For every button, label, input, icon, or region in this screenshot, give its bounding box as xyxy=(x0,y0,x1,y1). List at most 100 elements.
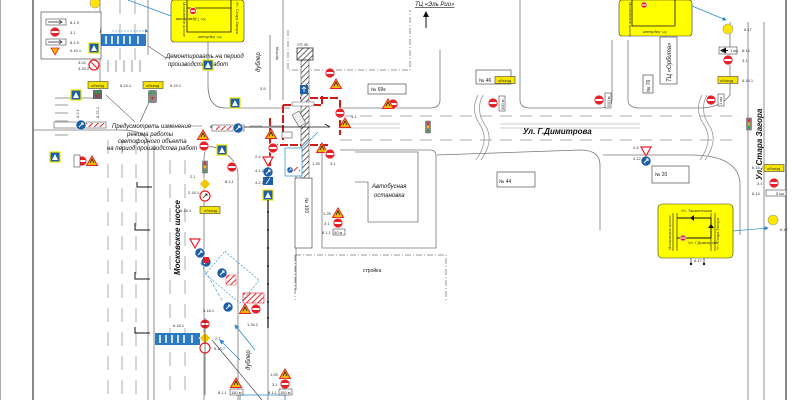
svg-text:№ 100: № 100 xyxy=(303,198,309,213)
svg-text:Московское шоссе: Московское шоссе xyxy=(667,215,672,250)
pedestrian-crossing-top xyxy=(101,29,149,46)
svg-text:8.14: 8.14 xyxy=(742,48,751,53)
svg-text:4.12: 4.12 xyxy=(633,156,642,161)
sign-group-moskovskoe-lower: 2.1 2.18.1 объезд 6.18.1 1.34.2 3.18.1 2… xyxy=(173,160,265,400)
svg-text:ТЦ «Орбита»: ТЦ «Орбита» xyxy=(667,42,673,82)
building-100: № 100 xyxy=(294,177,313,249)
pit-box xyxy=(296,47,314,61)
svg-text:1 км: 1 км xyxy=(718,97,723,105)
stroyka-label: стройка xyxy=(363,267,381,274)
svg-text:4.1.2: 4.1.2 xyxy=(255,168,265,173)
sign-group-center-south: 3.1 1.25 2.4 4.1.2 4.2.1 xyxy=(255,128,336,328)
svg-text:3.1: 3.1 xyxy=(324,221,330,226)
svg-text:1 км: 1 км xyxy=(730,48,738,53)
sign-group-moskovskoe-mid: 4.2.1 8.22.1 8.1.1 xyxy=(49,106,245,184)
svg-text:150 м: 150 м xyxy=(231,390,242,395)
sign-group-moskovskoe-top: 3.24 3.33.2 объезд 5.19.1 объезд 5.19.1 xyxy=(70,42,241,109)
svg-text:Ул. Карбыше: Ул. Карбыше xyxy=(197,35,222,40)
svg-text:Ул. Карбыше: Ул. Карбыше xyxy=(642,30,667,35)
svg-text:на период производства работ: на период производства работ xyxy=(107,146,197,152)
road-edges xyxy=(33,0,765,400)
svg-text:Ул. Г.Димитрова: Ул. Г.Димитрова xyxy=(175,17,206,22)
svg-text:6.18.1: 6.18.1 xyxy=(752,165,764,170)
traffic-flow-arrows xyxy=(199,261,286,400)
info-board-top-right: Ул. Карбыше Московское шоссе xyxy=(618,0,727,37)
svg-text:Ул. Стара Загора: Ул. Стара Загора xyxy=(715,217,720,250)
svg-text:Предусмотреть изменения: Предусмотреть изменения xyxy=(112,124,192,130)
svg-text:№ 76: № 76 xyxy=(646,79,652,92)
svg-text:5.19.1: 5.19.1 xyxy=(70,48,82,53)
svg-text:светофорного объекта: светофорного объекта xyxy=(118,139,187,145)
svg-text:300 м: 300 м xyxy=(500,99,505,110)
svg-text:150 м: 150 м xyxy=(280,390,291,395)
note-relocate-crossing: Демонтировать на период производства раб… xyxy=(147,45,244,68)
svg-text:8.1.9: 8.1.9 xyxy=(70,20,80,25)
street-dubler-top: дублер xyxy=(256,52,262,72)
svg-text:8.14: 8.14 xyxy=(752,191,761,196)
svg-text:3.1: 3.1 xyxy=(330,161,336,166)
street-proezd: проезд xyxy=(274,47,279,60)
svg-text:1.25: 1.25 xyxy=(270,372,279,377)
svg-text:8.1.1: 8.1.1 xyxy=(268,390,278,395)
bus-stop-label-1: Автобусная xyxy=(371,184,407,190)
svg-text:Ул. Стара Загора: Ул. Стара Загора xyxy=(235,2,240,35)
street-dubler-bottom: дублер xyxy=(246,350,252,370)
svg-text:Демонтировать на период: Демонтировать на период xyxy=(165,54,244,60)
svg-text:3.1: 3.1 xyxy=(742,58,748,63)
street-moskovskoe: Московское шоссе xyxy=(173,199,182,275)
sign-6-17-marker xyxy=(89,0,101,9)
info-board-bottom: Ул. Ташкентская Ул. Г.Димитрова Московск… xyxy=(657,203,769,266)
svg-text:объезд: объезд xyxy=(720,78,734,83)
svg-text:объезд: объезд xyxy=(146,83,160,88)
svg-text:Ул. Г.Димитрова: Ул. Г.Димитрова xyxy=(688,240,719,245)
sign-6-17-marker xyxy=(767,214,779,226)
detour-info-box xyxy=(284,131,319,177)
pedestrian-crossing-bottom xyxy=(155,333,200,345)
traffic-light xyxy=(425,120,431,134)
svg-text:5.19.1: 5.19.1 xyxy=(120,83,132,88)
svg-text:режима работы: режима работы xyxy=(126,132,174,138)
sign-6-17-marker xyxy=(722,23,734,35)
building-44: № 44 xyxy=(496,171,536,188)
svg-text:6.17: 6.17 xyxy=(694,258,703,263)
svg-text:3.1: 3.1 xyxy=(351,114,357,119)
svg-text:6.18.1: 6.18.1 xyxy=(173,323,185,328)
svg-text:объезд: объезд xyxy=(91,83,105,88)
sign-group-stara-zagora-top: 1 км 8.14 3.1 объезд 6.18.1 1 км xyxy=(705,46,754,107)
info-board-top: Ул. Г.Димитрова Ул. Карбыше Московское ш… xyxy=(127,0,245,43)
svg-text:Московское шоссе: Московское шоссе xyxy=(182,2,187,37)
svg-text:8.1.1: 8.1.1 xyxy=(225,179,235,184)
sign-group-center-north: 3.1 3.5 xyxy=(260,67,399,128)
svg-text:2.1: 2.1 xyxy=(190,174,196,179)
svg-text:3.24: 3.24 xyxy=(78,60,87,65)
svg-text:1.25: 1.25 xyxy=(312,161,321,166)
note-traffic-light-mode: Предусмотреть изменения режима работы св… xyxy=(105,94,197,152)
sign-code: 6.17 xyxy=(780,227,789,232)
svg-text:3.33.2: 3.33.2 xyxy=(78,66,90,71)
svg-text:550 м: 550 м xyxy=(606,96,611,107)
svg-text:№ 46: № 46 xyxy=(479,78,492,84)
svg-text:8.1.1: 8.1.1 xyxy=(218,390,228,395)
svg-text:объезд: объезд xyxy=(204,208,218,213)
svg-text:3.5: 3.5 xyxy=(260,86,266,91)
street-dimitrova: Ул. Г.Димитрова xyxy=(523,127,592,136)
svg-text:6.18.1: 6.18.1 xyxy=(742,78,754,83)
building-69k: № 69к xyxy=(367,83,407,95)
tc-orbita: ТЦ «Орбита» xyxy=(659,36,678,85)
svg-text:5 км: 5 км xyxy=(776,191,784,196)
svg-text:4.2.1: 4.2.1 xyxy=(75,108,80,118)
sign-code: 6.17 xyxy=(744,27,753,32)
building-76: № 76 xyxy=(642,74,654,94)
svg-text:2.18.1: 2.18.1 xyxy=(188,190,200,195)
tc-el-rio-label: ТЦ «Эль Рио» xyxy=(415,2,455,8)
svg-text:5.15.7: 5.15.7 xyxy=(214,346,226,351)
moskovskoe-lane-markings xyxy=(107,0,186,400)
pit-label: УП-30 xyxy=(297,42,309,47)
svg-text:8.22.1: 8.22.1 xyxy=(95,106,100,118)
sign-group-bus-stop: 50 м 1.25 3.1 8.1.1 xyxy=(322,207,346,236)
svg-text:объезд: объезд xyxy=(767,166,781,171)
svg-text:производства работ: производства работ xyxy=(168,62,228,68)
sign-group-building-20: 2.4 4.12 xyxy=(633,145,652,167)
svg-text:8.1.1: 8.1.1 xyxy=(322,230,332,235)
